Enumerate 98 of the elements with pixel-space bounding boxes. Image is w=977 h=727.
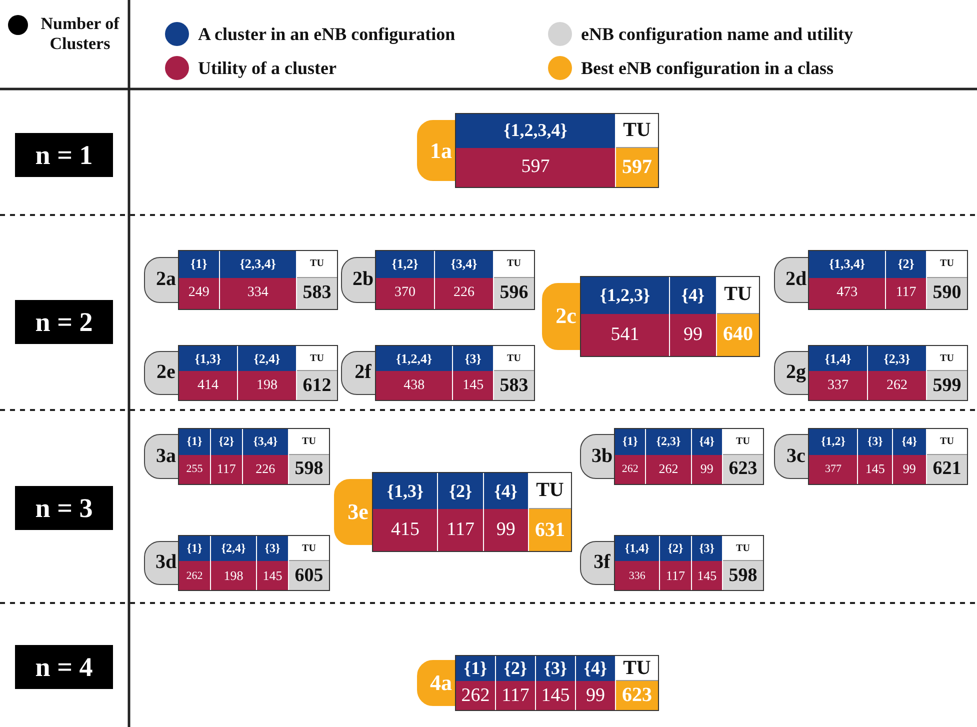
cluster-cell: {2}: [886, 251, 927, 278]
legend-text: Utility of a cluster: [198, 58, 336, 78]
legend-text: A cluster in an eNB configuration: [198, 24, 456, 44]
cluster-cell: {2,3,4}: [220, 251, 297, 278]
utility-cell: 117: [438, 509, 484, 551]
total-utility-cell: 598: [723, 561, 763, 590]
utility-cell: 226: [242, 454, 289, 484]
row-label: n = 3: [15, 486, 113, 530]
cluster-cell: {4}: [484, 473, 529, 510]
utility-cell: 262: [179, 561, 211, 590]
utility-cell: 145: [257, 561, 289, 590]
utility-cell: 262: [868, 371, 927, 400]
utility-cell: 145: [858, 454, 893, 484]
utility-cell: 117: [886, 278, 927, 309]
cluster-cell: {3}: [257, 536, 289, 562]
cluster-cell: {1,3}: [373, 473, 438, 510]
total-utility-cell: 623: [723, 454, 763, 484]
utility-cell: 337: [809, 371, 868, 400]
cluster-cell: {3,4}: [242, 429, 289, 455]
cluster-cell: {1,3}: [179, 346, 238, 372]
utility-cell: 334: [220, 278, 297, 309]
utility-cell: 99: [892, 454, 927, 484]
cluster-cell: {1,4}: [809, 346, 868, 372]
utility-cell: 99: [670, 314, 717, 356]
cluster-cell: {1}: [615, 429, 646, 455]
legend-text: Number of Clusters: [40, 14, 120, 55]
utility-cell: 226: [435, 278, 494, 309]
total-utility-cell: 583: [297, 278, 337, 309]
utility-cell: 597: [456, 148, 616, 187]
cluster-cell: {2,4}: [238, 346, 297, 372]
cluster-cell: {2}: [660, 536, 692, 562]
utility-cell: 255: [179, 454, 211, 484]
cluster-cell: {4}: [576, 656, 616, 682]
utility-cell: 414: [179, 371, 238, 400]
row-label: n = 4: [15, 645, 113, 689]
cluster-cell: {1,2,4}: [376, 346, 454, 372]
cluster-cell: {2}: [496, 656, 536, 682]
utility-cell: 336: [615, 561, 660, 590]
cluster-cell: {4}: [892, 429, 927, 455]
utility-cell: 117: [210, 454, 243, 484]
utility-cell: 262: [456, 681, 496, 710]
cluster-cell: {2,3}: [868, 346, 927, 372]
cluster-cell: {3}: [453, 346, 494, 372]
total-utility-cell: 590: [927, 278, 967, 309]
utility-cell: 438: [376, 371, 454, 400]
total-utility-cell: 605: [288, 561, 329, 590]
cluster-cell: {1,2}: [809, 429, 858, 455]
cluster-cell: {1,2,3,4}: [456, 114, 616, 148]
utility-cell: 117: [660, 561, 692, 590]
cluster-cell: {3}: [858, 429, 893, 455]
utility-cell: 249: [179, 278, 220, 309]
total-utility-cell: 599: [927, 371, 967, 400]
cluster-cell: {1}: [179, 251, 220, 278]
utility-cell: 262: [646, 454, 692, 484]
total-utility-cell: 597: [616, 148, 658, 187]
cluster-cell: {2}: [210, 429, 243, 455]
total-utility-cell: 583: [494, 371, 534, 400]
cluster-cell: {3}: [536, 656, 576, 682]
utility-cell: 198: [210, 561, 258, 590]
utility-cell: 198: [238, 371, 297, 400]
cluster-cell: {4}: [692, 429, 723, 455]
row-label: n = 1: [15, 133, 113, 177]
cluster-cell: {4}: [670, 277, 717, 314]
utility-cell: 541: [581, 314, 670, 356]
cluster-cell: {3}: [692, 536, 723, 562]
utility-cell: 99: [484, 509, 529, 551]
cluster-cell: {2,4}: [210, 536, 258, 562]
total-utility-cell: 640: [716, 314, 759, 356]
total-utility-cell: 631: [529, 509, 571, 551]
cluster-cell: {1,4}: [615, 536, 660, 562]
cluster-cell: {1,3,4}: [809, 251, 886, 278]
total-utility-cell: 623: [616, 681, 658, 710]
cluster-cell: {1,2,3}: [581, 277, 670, 314]
utility-cell: 117: [496, 681, 536, 710]
legend-text: Best eNB configuration in a class: [581, 58, 834, 78]
utility-cell: 145: [536, 681, 576, 710]
utility-cell: 415: [373, 509, 438, 551]
utility-cell: 473: [809, 278, 886, 309]
utility-cell: 99: [692, 454, 723, 484]
utility-cell: 262: [615, 454, 646, 484]
utility-cell: 145: [453, 371, 494, 400]
row-label: n = 2: [15, 300, 113, 344]
utility-cell: 377: [809, 454, 858, 484]
legend-text: eNB configuration name and utility: [581, 24, 854, 44]
utility-cell: 370: [376, 278, 435, 309]
cluster-cell: {1}: [179, 536, 211, 562]
total-utility-cell: 596: [494, 278, 534, 309]
total-utility-cell: 621: [927, 454, 967, 484]
cluster-cell: {3,4}: [435, 251, 494, 278]
cluster-cell: {1}: [456, 656, 496, 682]
total-utility-cell: 598: [289, 454, 329, 484]
utility-cell: 145: [692, 561, 723, 590]
total-utility-cell: 612: [297, 371, 337, 400]
cluster-cell: {2,3}: [646, 429, 692, 455]
cluster-cell: {1}: [179, 429, 211, 455]
cluster-cell: {2}: [438, 473, 484, 510]
utility-cell: 99: [576, 681, 616, 710]
cluster-cell: {1,2}: [376, 251, 435, 278]
